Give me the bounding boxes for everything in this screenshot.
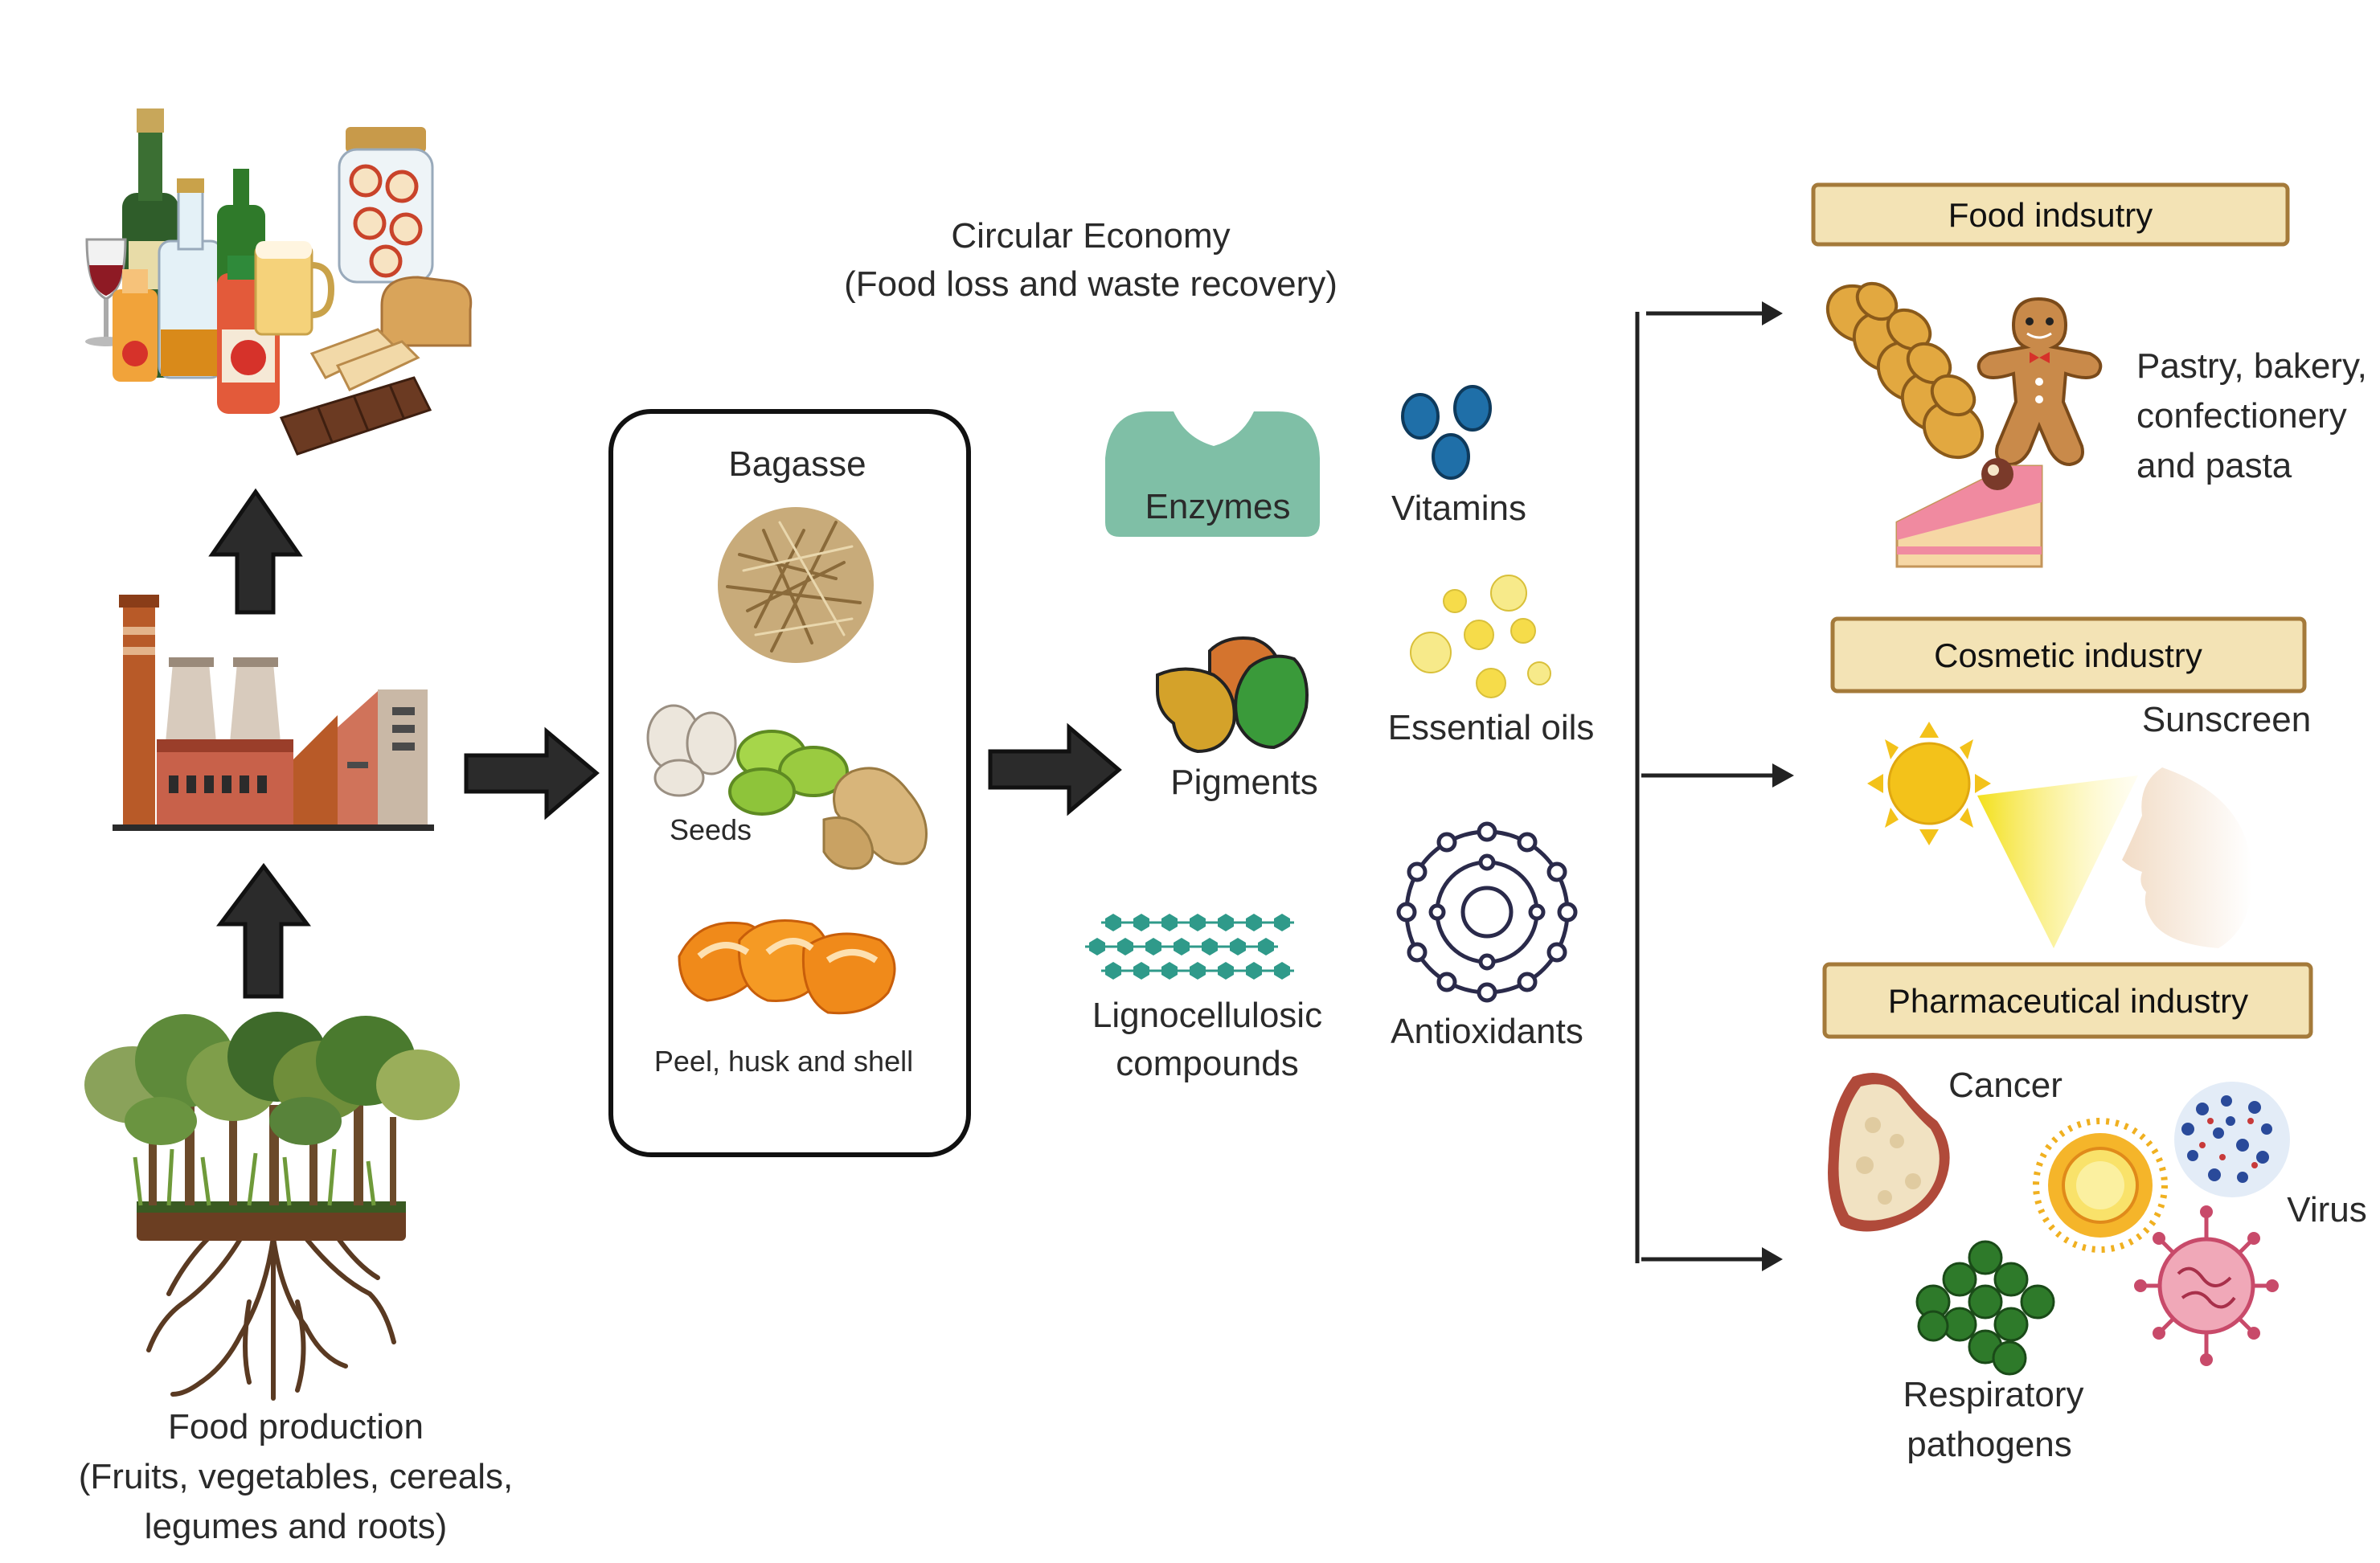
food-industry-desc-line3: and pasta [2136,446,2292,485]
peel-label: Peel, husk and shell [654,1045,913,1078]
orange-peel-icon [678,919,896,1015]
enzymes-label: Enzymes [1145,487,1291,526]
cosmetic-industry-header [1830,616,2307,694]
seeds-label: Seeds [670,813,752,846]
lignocellulosic-label-line1: Lignocellulosic [1092,996,1322,1035]
food-production-label-line3: legumes and roots) [145,1507,448,1546]
food-production-label-line2: (Fruits, vegetables, cereals, [79,1457,513,1496]
food-industry-header-text: Food indsutry [1948,196,2153,234]
diagram-title-line1: Circular Economy [951,216,1230,256]
vitamins-icon [1401,385,1492,480]
vitamins-label: Vitamins [1391,489,1526,528]
right-arrow-to-compounds [988,722,1122,816]
gingerbread-man-icon [1977,297,2103,467]
pharma-industry-header-text: Pharmaceutical industry [1888,982,2248,1020]
factory-icon [113,595,434,831]
up-arrow-top [208,488,303,615]
antioxidants-label: Antioxidants [1391,1012,1583,1051]
cancer-label: Cancer [1948,1066,2063,1105]
right-arrow-to-bagasse [464,726,600,820]
forest-roots-icon [84,1012,460,1401]
up-arrow-bottom [216,862,311,999]
pigments-label: Pigments [1170,763,1317,802]
bacteria-cluster-icon [1915,1240,2055,1376]
pigments-icon [1156,636,1309,754]
respiratory-label-line2: pathogens [1907,1425,2072,1464]
diagram-title-line2: (Food loss and waste recovery) [844,264,1337,304]
essential-oils-icon [1410,575,1551,698]
food-products-icon [85,108,473,456]
food-industry-desc-line1: Pastry, bakery, [2136,346,2367,386]
braided-bread-icon [1825,281,1985,460]
blue-virus-icon [2174,1082,2290,1197]
pharma-industry-header [1822,962,2313,1039]
essential-oils-label: Essential oils [1388,708,1595,747]
distribution-bracket [1635,301,1794,1271]
respiratory-label-line1: Respiratory [1903,1375,2084,1414]
virus-label: Virus [2287,1190,2366,1230]
sun-beam-face-icon [1867,722,2252,948]
bagasse-fiber-icon [718,507,874,663]
antioxidant-icon [1396,821,1578,1003]
seeds-icon [646,704,928,870]
yellow-virus-icon [2033,1118,2168,1253]
sunscreen-label: Sunscreen [2142,700,2311,739]
food-industry-desc-line2: confectionery [2136,396,2347,436]
food-industry-header [1811,182,2290,247]
cake-slice-icon [1895,458,2043,568]
enzyme-icon [1105,411,1320,537]
food-production-label-line1: Food production [168,1407,424,1446]
bagasse-title: Bagasse [728,444,866,484]
lignocellulose-chain-icon [1085,914,1294,980]
tumor-icon [1828,1073,1950,1232]
cosmetic-industry-header-text: Cosmetic industry [1934,636,2202,674]
pink-virus-icon [2134,1205,2279,1366]
lignocellulosic-label-line2: compounds [1116,1044,1298,1083]
